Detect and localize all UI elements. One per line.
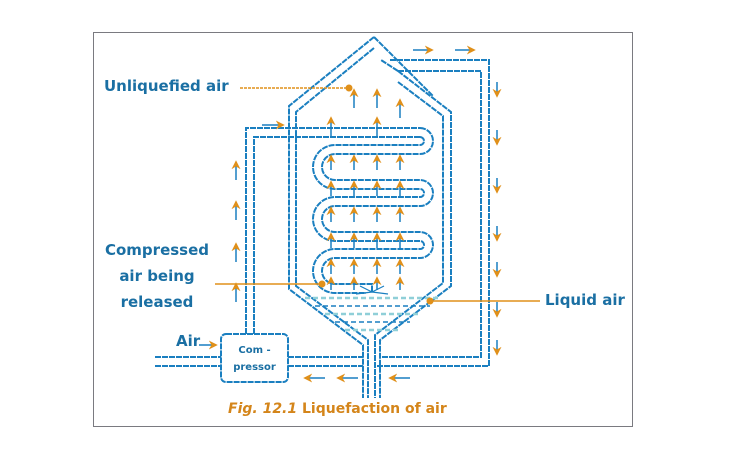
spray-nozzle xyxy=(355,285,389,295)
cooling-coil-outer xyxy=(321,127,434,292)
label-compressed-line2: air being xyxy=(119,267,195,285)
compressor-feed-outer xyxy=(245,127,420,334)
caption-text: Liquefaction of air xyxy=(302,401,447,417)
vessel-outer-wall xyxy=(288,36,434,398)
label-unliquefied-air: Unliquefied air xyxy=(104,77,229,95)
compressor-feed-inner xyxy=(253,136,420,334)
flow-arrows xyxy=(199,45,502,383)
label-compressed-air: Compressed air being released xyxy=(98,241,216,312)
label-liquid-air: Liquid air xyxy=(545,291,625,309)
label-air-input: Air xyxy=(176,332,201,350)
compressor-line1: Com - xyxy=(238,345,271,356)
return-pipe-outer xyxy=(375,59,490,367)
compressor-label: Com - pressor xyxy=(221,342,288,376)
return-pipe-inner xyxy=(380,70,482,358)
caption-number: Fig. 12.1 xyxy=(228,401,298,417)
vessel-inner-wall xyxy=(295,47,375,398)
vessel-right-inner xyxy=(374,81,444,398)
figure-caption: Fig. 12.1 Liquefaction of air xyxy=(228,401,447,417)
compressor-line2: pressor xyxy=(233,362,276,373)
vessel-right-wall xyxy=(379,59,452,398)
cooling-coil-inner xyxy=(312,136,425,294)
label-compressed-line1: Compressed xyxy=(104,241,210,259)
liquid-air-pool xyxy=(305,296,440,332)
label-compressed-line3: released xyxy=(120,293,194,311)
leader-lines xyxy=(215,84,540,305)
